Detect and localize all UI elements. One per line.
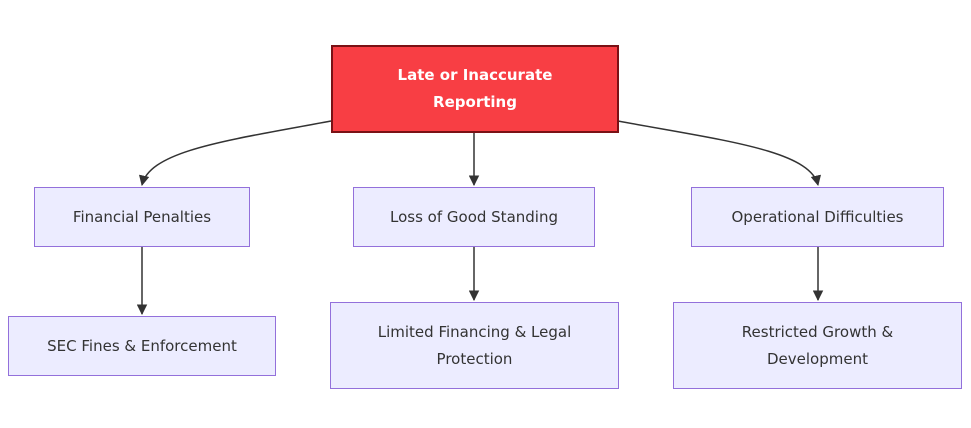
node-restricted-growth-development-label: Restricted Growth & Development (741, 322, 894, 368)
node-financial-penalties: Financial Penalties (34, 187, 250, 247)
node-limited-financing-legal-protection: Limited Financing & Legal Protection (330, 302, 619, 389)
node-loss-of-good-standing-label: Loss of Good Standing (390, 207, 558, 226)
node-sec-fines-enforcement-label: SEC Fines & Enforcement (47, 336, 237, 355)
node-operational-difficulties: Operational Difficulties (691, 187, 944, 247)
edge-root-to-operational-difficulties (617, 120, 821, 187)
node-financial-penalties-label: Financial Penalties (72, 207, 212, 226)
root-node-late-or-inaccurate-reporting: Late or Inaccurate Reporting (331, 45, 619, 133)
node-sec-fines-enforcement: SEC Fines & Enforcement (8, 316, 276, 376)
node-limited-financing-legal-protection-label: Limited Financing & Legal Protection (377, 322, 572, 368)
node-operational-difficulties-label: Operational Difficulties (731, 207, 904, 226)
node-restricted-growth-development: Restricted Growth & Development (673, 302, 962, 389)
node-loss-of-good-standing: Loss of Good Standing (353, 187, 595, 247)
edge-root-to-financial-penalties (139, 120, 332, 187)
root-node-label: Late or Inaccurate Reporting (397, 66, 553, 111)
